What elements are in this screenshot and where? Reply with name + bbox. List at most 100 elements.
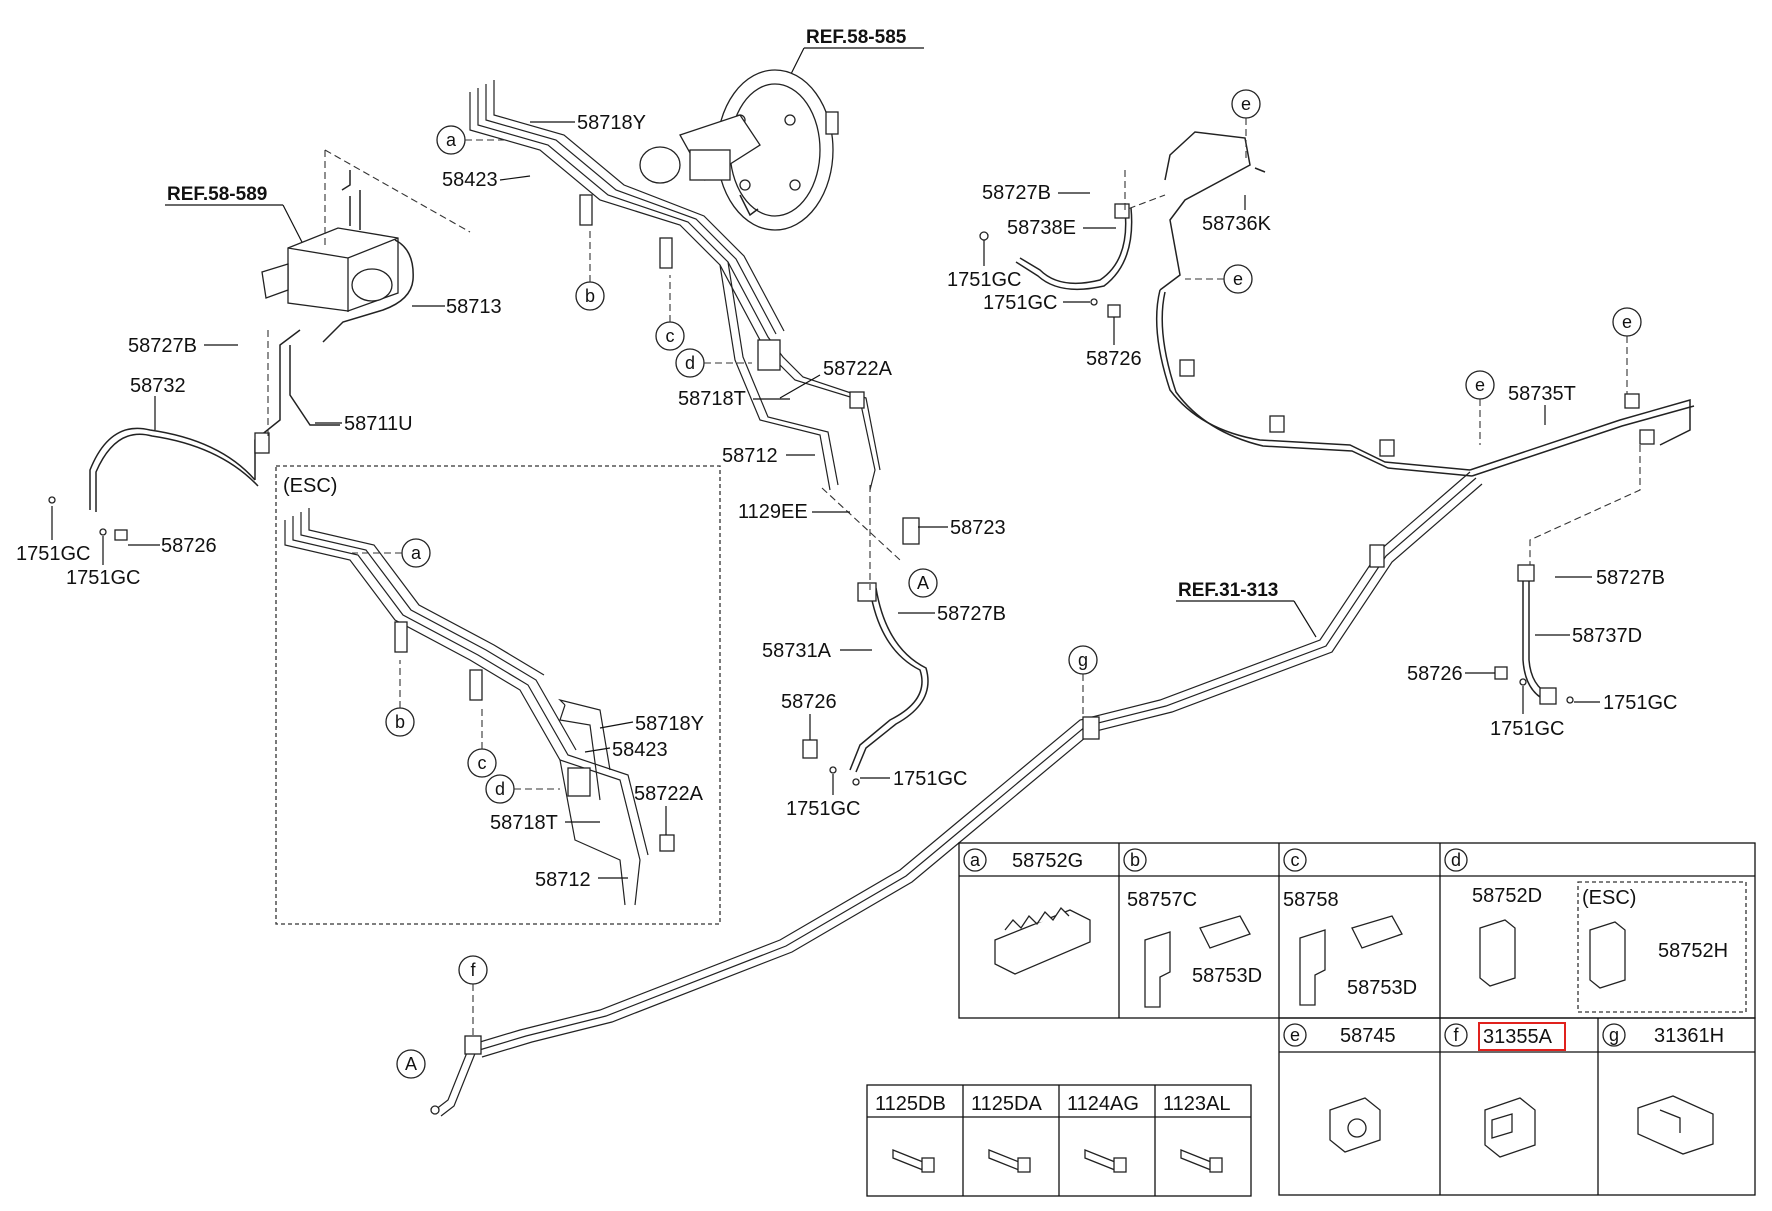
part-label-58732[interactable]: 58732 (130, 375, 186, 430)
part-label-58731A[interactable]: 58731A (762, 640, 872, 662)
callout-f[interactable]: f (458, 955, 488, 1036)
svg-text:c: c (1291, 850, 1300, 870)
part-label-58736K[interactable]: 58736K (1202, 195, 1272, 235)
bolt-cell-1123AL[interactable]: 1123AL (1163, 1093, 1230, 1173)
svg-text:58736K: 58736K (1202, 213, 1272, 235)
svg-text:58718Y: 58718Y (577, 112, 646, 134)
part-label-58727B[interactable]: 58727B (898, 603, 1006, 625)
part-label-58713[interactable]: 58713 (412, 296, 502, 318)
callout-c[interactable]: c (467, 705, 497, 778)
part-label-58735T[interactable]: 58735T (1508, 383, 1576, 425)
callout-d[interactable]: d (675, 348, 752, 378)
bolt-cell-1124AG[interactable]: 1124AG (1067, 1093, 1139, 1173)
callout-e[interactable]: e (1185, 264, 1253, 294)
callout-c[interactable]: c (655, 275, 685, 351)
part-label-58723[interactable]: 58723 (918, 517, 1006, 539)
svg-text:b: b (1130, 850, 1140, 870)
svg-text:58737D: 58737D (1572, 625, 1642, 647)
clip-cell-b[interactable]: b 58757C 58753D (1123, 848, 1262, 1008)
svg-text:f: f (1453, 1025, 1459, 1045)
callout-A[interactable]: A (396, 1049, 426, 1079)
svg-text:1125DB: 1125DB (875, 1093, 946, 1115)
clip-cell-g[interactable]: g 31361H (1602, 1023, 1724, 1155)
svg-text:58726: 58726 (1407, 663, 1463, 685)
clip-cell-f[interactable]: f 31355A (1444, 1022, 1566, 1158)
svg-text:58718Y: 58718Y (635, 713, 704, 735)
guide-dashline (324, 149, 471, 233)
svg-text:a: a (446, 130, 457, 150)
part-label-1751GC[interactable]: 1751GC (66, 536, 141, 589)
part-label-58712[interactable]: 58712 (535, 869, 628, 891)
svg-text:58752G: 58752G (1012, 850, 1083, 872)
callout-A[interactable]: A (908, 568, 938, 598)
main-brake-pipe-bundle (469, 80, 881, 491)
part-label-58726[interactable]: 58726 (1407, 663, 1495, 685)
part-label-1751GC[interactable]: 1751GC (1574, 692, 1678, 714)
svg-text:58753D: 58753D (1347, 977, 1417, 999)
right-front-hose-drawing (802, 485, 929, 786)
svg-text:58732: 58732 (130, 375, 186, 397)
svg-text:31361H: 31361H (1654, 1025, 1724, 1047)
svg-text:58713: 58713 (446, 296, 502, 318)
callout-e[interactable]: e (1231, 89, 1261, 160)
svg-text:58722A: 58722A (634, 783, 704, 805)
callout-d[interactable]: d (485, 774, 560, 804)
svg-text:d: d (685, 353, 695, 373)
part-label-1751GC[interactable]: 1751GC (786, 774, 861, 820)
part-label-1751GC[interactable]: 1751GC (860, 768, 968, 790)
clip-cell-a[interactable]: a 58752G (963, 848, 1091, 975)
part-label-58727B[interactable]: 58727B (128, 335, 238, 357)
clip-cell-e[interactable]: e 58745 (1283, 1023, 1396, 1153)
part-label-58423[interactable]: 58423 (584, 739, 668, 761)
svg-text:31355A: 31355A (1483, 1026, 1553, 1048)
part-label-58727B[interactable]: 58727B (982, 182, 1090, 204)
ref-label-58-589[interactable]: REF.58-589 (165, 184, 306, 249)
part-label-1751GC[interactable]: 1751GC (947, 240, 1022, 291)
svg-text:c: c (666, 326, 675, 346)
part-label-58722A[interactable]: 58722A (779, 358, 893, 399)
brake-booster-drawing (639, 69, 839, 231)
part-label-1129EE[interactable]: 1129EE (738, 501, 850, 523)
svg-text:1751GC: 1751GC (893, 768, 968, 790)
clip-cell-d[interactable]: d 58752D (ESC) 58752H (1444, 848, 1747, 1013)
part-label-58737D[interactable]: 58737D (1535, 625, 1642, 647)
callout-a[interactable]: a (352, 538, 431, 568)
svg-text:58757C: 58757C (1127, 889, 1197, 911)
part-label-1751GC[interactable]: 1751GC (16, 506, 91, 565)
part-label-58423[interactable]: 58423 (442, 169, 531, 191)
highlight-box-31355A (1478, 1022, 1566, 1051)
part-label-58726[interactable]: 58726 (128, 535, 217, 557)
bolt-cell-1125DB[interactable]: 1125DB (875, 1093, 946, 1173)
bolt-cell-1125DA[interactable]: 1125DA (971, 1093, 1042, 1173)
svg-text:1751GC: 1751GC (1490, 718, 1565, 740)
callout-e[interactable]: e (1465, 370, 1495, 445)
callout-a[interactable]: a (436, 125, 505, 155)
svg-text:58727B: 58727B (982, 182, 1051, 204)
callout-e[interactable]: e (1612, 307, 1642, 394)
clip-cell-c[interactable]: c 58758 58753D (1283, 848, 1417, 1006)
part-label-1751GC[interactable]: 1751GC (1490, 686, 1565, 740)
part-label-58738E[interactable]: 58738E (1007, 217, 1116, 239)
callout-b[interactable]: b (385, 660, 415, 737)
part-label-58712[interactable]: 58712 (722, 445, 815, 467)
svg-text:e: e (1475, 375, 1485, 395)
callout-g[interactable]: g (1068, 645, 1098, 717)
svg-text:1751GC: 1751GC (16, 543, 91, 565)
part-label-58718T[interactable]: 58718T (490, 812, 600, 834)
part-label-58718Y[interactable]: 58718Y (530, 112, 646, 134)
part-label-58722A[interactable]: 58722A (634, 783, 704, 835)
ref-label-31-313[interactable]: REF.31-313 (1176, 580, 1317, 638)
part-label-58718Y[interactable]: 58718Y (599, 713, 704, 735)
svg-text:d: d (495, 779, 505, 799)
part-label-58726[interactable]: 58726 (1086, 317, 1142, 370)
ref-label-58-585[interactable]: REF.58-585 (783, 27, 924, 89)
part-label-58726[interactable]: 58726 (781, 691, 837, 740)
svg-text:c: c (478, 753, 487, 773)
callout-b[interactable]: b (575, 230, 605, 311)
part-label-58718T[interactable]: 58718T (678, 388, 790, 410)
svg-text:58718T: 58718T (678, 388, 746, 410)
part-label-58727B[interactable]: 58727B (1555, 567, 1665, 589)
part-label-1751GC[interactable]: 1751GC (983, 292, 1090, 314)
part-label-58711U[interactable]: 58711U (315, 413, 413, 435)
